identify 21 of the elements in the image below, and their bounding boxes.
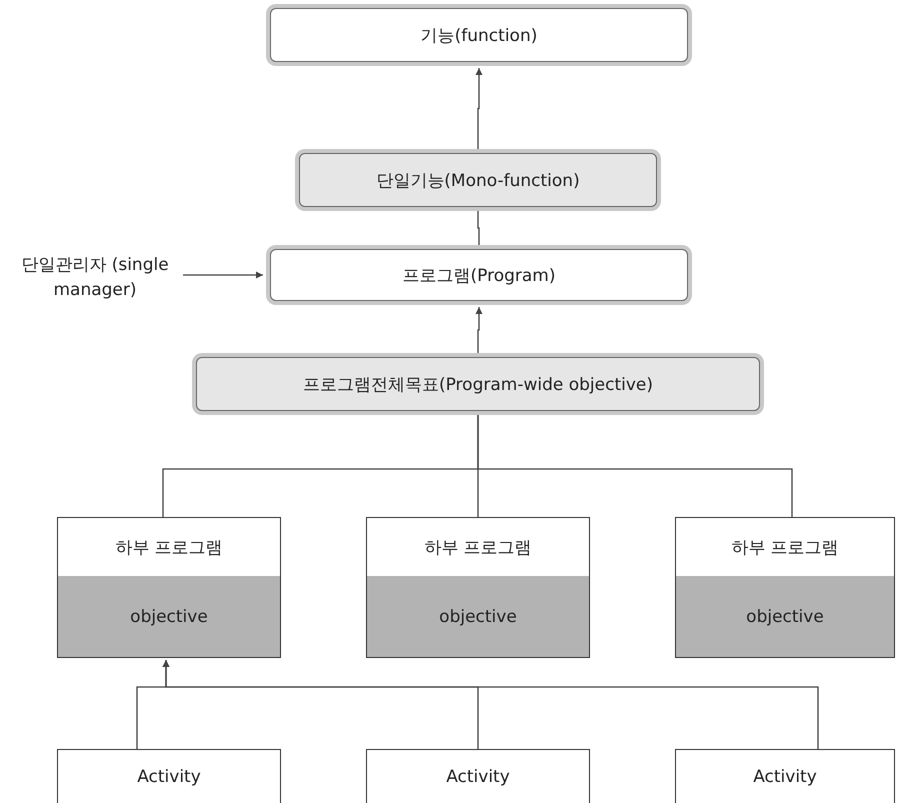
- subprogram-title: 하부 프로그램: [115, 536, 223, 558]
- node-text: Activity: [753, 766, 817, 786]
- node-text: 단일기능(Mono-function): [376, 170, 580, 192]
- node-text: 기능(function): [420, 24, 538, 46]
- node-text: Activity: [446, 766, 510, 786]
- connector-arrow: [162, 660, 819, 749]
- objective-label: objective: [439, 606, 517, 626]
- node-text: 프로그램전체목표(Program-wide objective): [302, 374, 654, 396]
- subprogram-box: [366, 517, 590, 658]
- activity-box: [675, 749, 895, 803]
- objective-label: objective: [130, 606, 208, 626]
- activity-box: [366, 749, 590, 803]
- subprogram-title: 하부 프로그램: [424, 536, 532, 558]
- subprogram-box: [57, 517, 281, 658]
- subprogram-box: [675, 517, 895, 658]
- node-text: 단일관리자 (single manager): [20, 254, 170, 302]
- objective-label: objective: [746, 606, 824, 626]
- subprogram-title: 하부 프로그램: [731, 536, 839, 558]
- node-text: Activity: [137, 766, 201, 786]
- node-text: 프로그램(Program): [402, 264, 556, 286]
- activity-box: [57, 749, 281, 803]
